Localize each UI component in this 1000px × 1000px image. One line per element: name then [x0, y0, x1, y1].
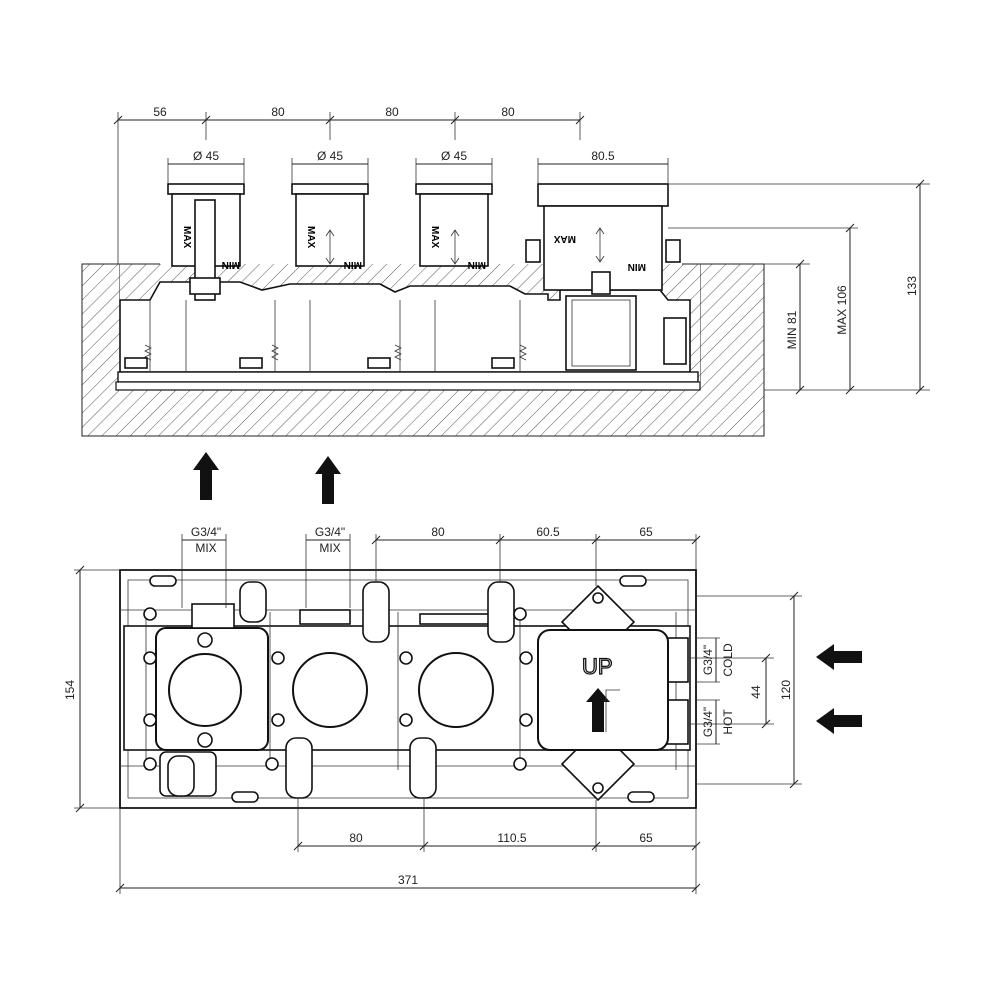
dim-overall-width: 371: [398, 873, 418, 887]
stem-2: MAX MIN: [291, 183, 369, 270]
dim-80-c: 80: [501, 105, 515, 119]
min-mark: MIN: [628, 261, 646, 272]
mixer-cover: [155, 603, 269, 797]
dim-bottom-110-5: 110.5: [497, 831, 526, 845]
side-right-dimensions: MIN 81 MAX 106 133: [668, 179, 930, 395]
cold-inlet-thread: G3/4": [701, 645, 715, 675]
stem-3: MAX MIN: [415, 183, 493, 270]
left-arrow-icon: [816, 708, 862, 734]
max-mark: MAX: [429, 226, 440, 249]
dim-bottom-80: 80: [349, 831, 363, 845]
dim-overall-height: 154: [63, 680, 77, 700]
dim-80-a: 80: [271, 105, 285, 119]
diameter-2: Ø 45: [317, 149, 343, 163]
dim-56: 56: [153, 105, 167, 119]
hot-inlet-label: HOT: [721, 709, 735, 735]
plan-left-dimension: 154: [63, 565, 120, 813]
max-mark: MAX: [553, 233, 576, 244]
outlet-flow-arrows: [193, 452, 341, 504]
up-label: UP: [582, 654, 613, 679]
dim-top-60-5: 60.5: [536, 525, 560, 539]
side-top-dimensions: 56 80 80 80 Ø 45 Ø 45 Ø 45 80.5: [113, 105, 669, 264]
cold-inlet-label: COLD: [721, 643, 735, 677]
dim-total-133: 133: [905, 276, 919, 296]
dim-inlet-gap: 44: [749, 685, 763, 699]
min-mark: MIN: [344, 259, 362, 270]
left-arrow-icon: [816, 644, 862, 670]
dim-max-106: MAX 106: [835, 285, 849, 335]
dim-top-65: 65: [639, 525, 653, 539]
hot-inlet-thread: G3/4": [701, 707, 715, 737]
up-arrow-icon: [193, 452, 219, 500]
dim-bottom-65: 65: [639, 831, 653, 845]
dim-top-80: 80: [431, 525, 445, 539]
dim-80-b: 80: [385, 105, 399, 119]
dim-min-81: MIN 81: [785, 310, 799, 349]
outlet-1-label: MIX: [195, 541, 216, 555]
diameter-3: Ø 45: [441, 149, 467, 163]
plan-top-dimensions: 80 60.5 65 G3/4" MIX G3/4" MIX: [181, 525, 701, 608]
diameter-1: Ø 45: [193, 149, 219, 163]
thermostatic-cartridge: UP: [537, 584, 669, 802]
valve-body-side: [115, 281, 701, 391]
outlet-1-thread: G3/4": [191, 525, 221, 539]
mounting-lugs: [143, 581, 533, 799]
plan-view: UP 80 60.5 65 G3/4" MIX G3/4" MIX: [63, 525, 862, 894]
plan-right-dimensions: 120 44 G3/4" COLD G3/4" HOT: [688, 591, 802, 789]
min-mark: MIN: [222, 259, 240, 270]
max-mark: MAX: [181, 226, 192, 249]
plan-bottom-dimensions: 80 110.5 65 371: [115, 798, 701, 894]
side-view: MAX MIN MAX MIN MAX MIN MAX: [81, 105, 930, 504]
max-mark: MAX: [305, 226, 316, 249]
outlet-2-label: MIX: [319, 541, 340, 555]
inlet-flow-arrows: [816, 644, 862, 734]
up-arrow-icon: [586, 688, 610, 732]
port-2: [292, 609, 368, 728]
min-mark: MIN: [468, 259, 486, 270]
stem-4-cartridge: MAX MIN: [525, 183, 681, 295]
cartridge-width: 80.5: [591, 149, 615, 163]
outlet-2-thread: G3/4": [315, 525, 345, 539]
dim-inlet-spacing: 120: [779, 680, 793, 700]
port-3: [418, 613, 494, 728]
up-arrow-icon: [315, 456, 341, 504]
stem-1: MAX MIN: [167, 183, 245, 301]
